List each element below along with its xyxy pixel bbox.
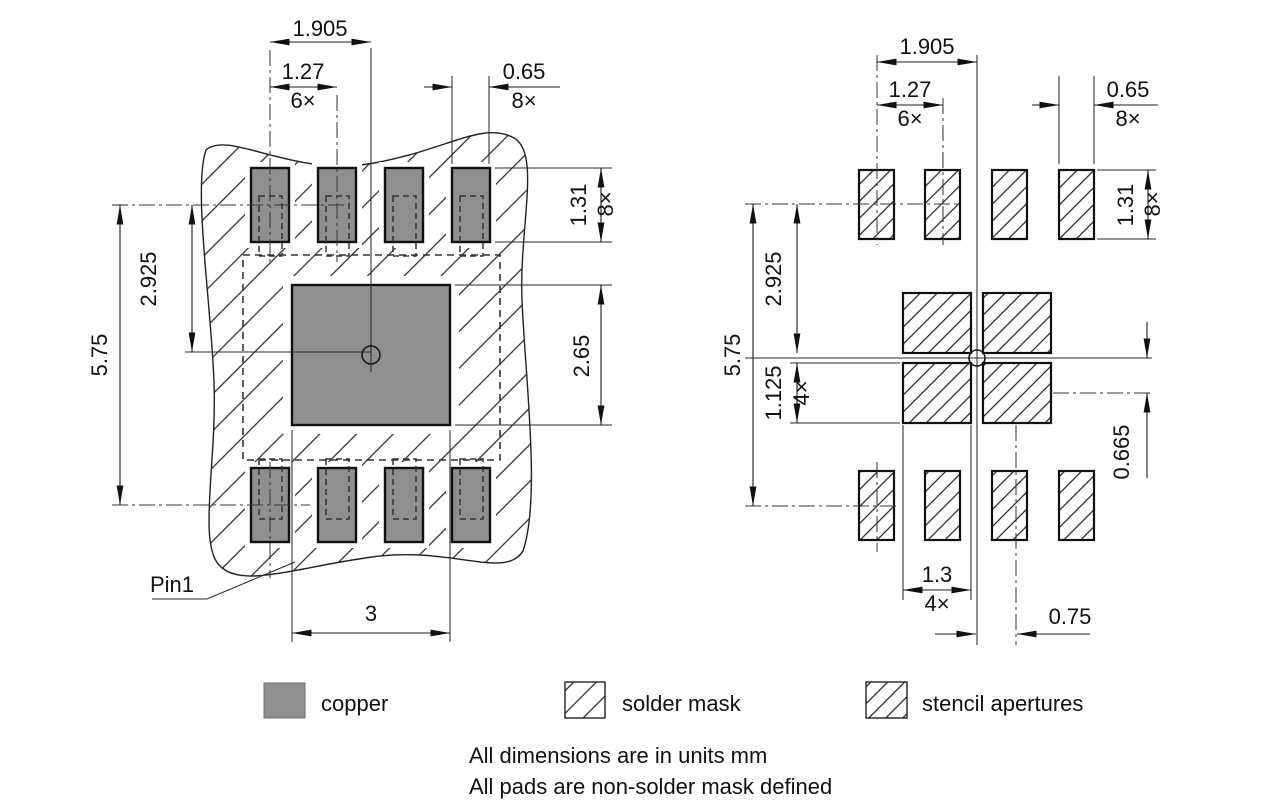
stencil-aperture [990,469,1029,542]
dim-pitch-count: 6× [897,106,922,131]
copper-swatch [263,682,306,719]
pin1-label: Pin1 [150,572,194,597]
copper-pad [450,466,492,544]
dim-pad-width-count: 8× [511,88,536,113]
dim-pitch: 1.27 [889,77,932,102]
dim-pitch-count: 6× [290,88,315,113]
notes: All dimensions are in units mm All pads … [469,743,832,799]
legend-solder-mask-label: solder mask [622,691,742,716]
note-pads: All pads are non-solder mask defined [469,774,832,799]
dim-pitch-outer: 1.905 [292,16,347,41]
dim-aperture-width-count: 8× [1115,106,1140,131]
right-centerlines [745,55,1152,645]
dim-pitch-outer: 1.905 [899,34,954,59]
dim-center-aperture-height-count: 4× [789,380,814,405]
stencil-aperture [990,168,1029,241]
legend-copper-label: copper [321,691,388,716]
copper-pad [383,166,425,244]
center-aperture [901,291,973,355]
dim-pitch: 1.27 [282,59,325,84]
dim-center-aperture-height: 1.125 [761,365,786,420]
solder-mask-swatch [564,681,606,719]
stencil-apertures-outer [857,168,1096,542]
stencil-aperture [923,469,962,542]
legend: copper solder mask stencil apertures [263,681,1083,719]
component-outline [242,254,501,461]
center-aperture [901,361,973,425]
dim-center-aperture-width: 1.3 [922,562,953,587]
stencil-aperture [1057,168,1096,241]
center-aperture [981,361,1053,425]
left-extension-lines [185,48,612,642]
left-dimension-lines [116,38,605,637]
copper-pad [383,466,425,544]
dim-pad-width: 0.65 [503,59,546,84]
left-figure: 1.905 1.27 6× 0.65 8× 1.31 8× 5.75 2.925… [87,16,618,642]
right-dimension-lines [749,58,1158,638]
note-units: All dimensions are in units mm [469,743,767,768]
pin1-leader-line [152,561,296,600]
dim-center-offset-x: 0.75 [1049,604,1092,629]
center-aperture [981,291,1053,355]
dim-aperture-height: 1.31 [1113,184,1138,227]
dim-center-offset-y: 0.665 [1109,424,1134,479]
center-mark [968,349,986,367]
dim-center-pad-height: 2.65 [569,335,594,378]
copper-pad [450,166,492,244]
stencil-aperture [1057,469,1096,542]
copper-pad [316,466,358,544]
dim-pad-height-count: 8× [593,191,618,216]
dim-pad-height: 1.31 [566,184,591,227]
legend-stencil-apertures-label: stencil apertures [922,691,1083,716]
left-centerlines [112,50,348,578]
dim-row-to-center: 2.925 [136,251,161,306]
dim-center-pad-width: 3 [365,601,377,626]
dim-row-to-row: 5.75 [720,334,745,377]
dim-aperture-height-count: 8× [1140,191,1165,216]
stencil-apertures-swatch [865,681,908,719]
dim-row-to-row: 5.75 [87,334,112,377]
dim-row-to-center: 2.925 [761,251,786,306]
dim-center-aperture-width-count: 4× [924,591,949,616]
stencil-apertures-center [901,291,1053,425]
dim-aperture-width: 0.65 [1107,77,1150,102]
right-figure: 1.905 1.27 6× 0.65 8× 1.31 8× 5.75 2.925… [720,34,1165,645]
